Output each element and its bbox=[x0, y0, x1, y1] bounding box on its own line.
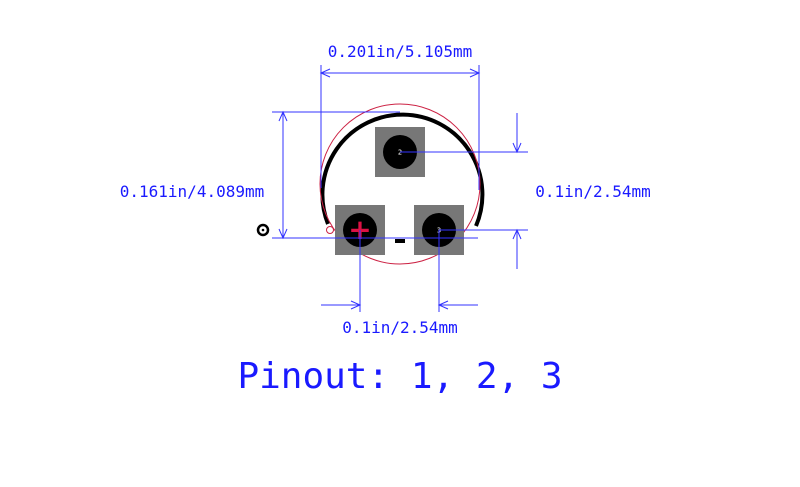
pinout-label: Pinout: 1, 2, 3 bbox=[237, 356, 562, 397]
dimension-pitch-horizontal: 0.1in/2.54mm bbox=[321, 230, 478, 337]
minus-symbol bbox=[395, 239, 405, 243]
courtyard-circle bbox=[319, 103, 481, 265]
courtyard-start-marker bbox=[326, 226, 334, 234]
pitch-horizontal-label: 0.1in/2.54mm bbox=[342, 318, 458, 337]
dimension-pitch-vertical: 0.1in/2.54mm bbox=[400, 113, 651, 269]
silkscreen-outline-arc bbox=[320, 112, 485, 227]
height-dimension-label: 0.161in/4.089mm bbox=[120, 182, 265, 201]
pin1-indicator-center bbox=[261, 228, 265, 232]
dimension-height: 0.161in/4.089mm bbox=[120, 110, 478, 240]
pitch-vertical-label: 0.1in/2.54mm bbox=[535, 182, 651, 201]
dimension-width: 0.201in/5.105mm bbox=[319, 42, 481, 190]
width-dimension-label: 0.201in/5.105mm bbox=[328, 42, 473, 61]
